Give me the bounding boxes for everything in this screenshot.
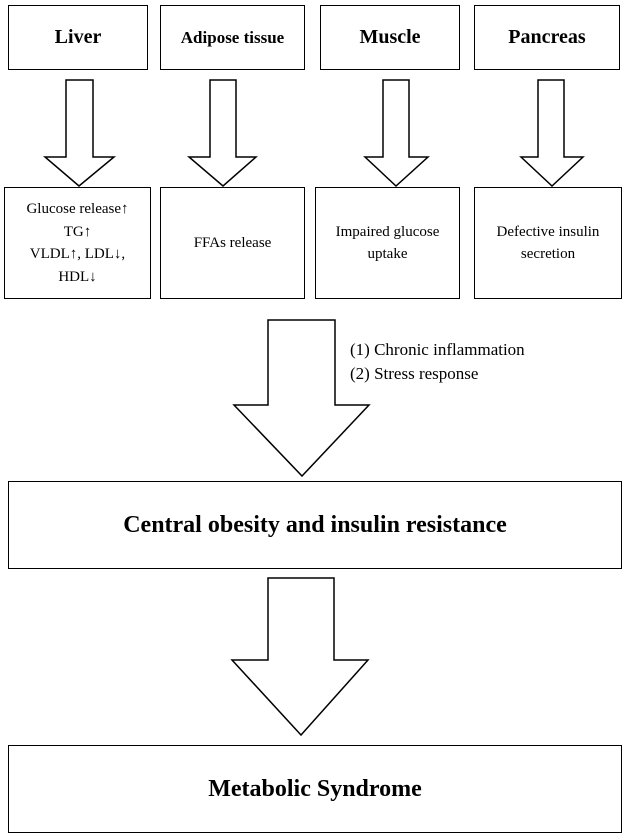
mechanism-2: (2) Stress response — [350, 364, 479, 383]
effect-liver-line-3: VLDL↑, LDL↓, — [29, 246, 126, 262]
mechanism-1: (1) Chronic inflammation — [350, 340, 525, 359]
effect-liver-line-4: HDL↓ — [58, 268, 97, 285]
effect-adipose-line-1: FFAs release — [193, 234, 272, 251]
organ-box-pancreas: Pancreas — [474, 5, 620, 70]
arrow-liver — [42, 79, 117, 187]
organ-box-adipose-tissue: Adipose tissue — [160, 5, 305, 70]
arrow-pancreas — [519, 79, 585, 188]
effect-box-muscle: Impaired glucose uptake — [315, 187, 460, 299]
mechanism-notes: (1) Chronic inflammation (2) Stress resp… — [350, 338, 525, 386]
effect-muscle-line-2: uptake — [367, 246, 408, 262]
arrow-adipose — [186, 79, 258, 187]
outcome-label: Metabolic Syndrome — [208, 775, 422, 802]
organ-label-muscle: Muscle — [359, 26, 421, 48]
effect-muscle-line-1: Impaired glucose — [335, 223, 440, 240]
effect-pancreas-line-2: secretion — [520, 246, 576, 262]
central-label: Central obesity and insulin resistance — [123, 511, 507, 538]
organ-box-liver: Liver — [8, 5, 148, 70]
organ-label-liver: Liver — [54, 26, 102, 48]
effect-pancreas-line-1: Defective insulin — [496, 223, 600, 240]
effect-liver-line-1: Glucose release↑ — [26, 201, 129, 217]
arrow-to-central — [232, 319, 371, 478]
organ-box-muscle: Muscle — [320, 5, 460, 70]
organ-label-pancreas: Pancreas — [508, 26, 586, 48]
organ-label-adipose-tissue: Adipose tissue — [180, 27, 285, 47]
effect-liver-line-2: TG↑ — [63, 223, 92, 240]
effect-box-pancreas: Defective insulin secretion — [474, 187, 622, 299]
effect-box-adipose-tissue: FFAs release — [160, 187, 305, 299]
arrow-muscle — [363, 79, 430, 188]
central-box: Central obesity and insulin resistance — [8, 481, 622, 569]
effect-box-liver: Glucose release↑ TG↑ VLDL↑, LDL↓, HDL↓ — [4, 187, 151, 299]
arrow-to-outcome — [230, 577, 370, 737]
outcome-box: Metabolic Syndrome — [8, 745, 622, 833]
